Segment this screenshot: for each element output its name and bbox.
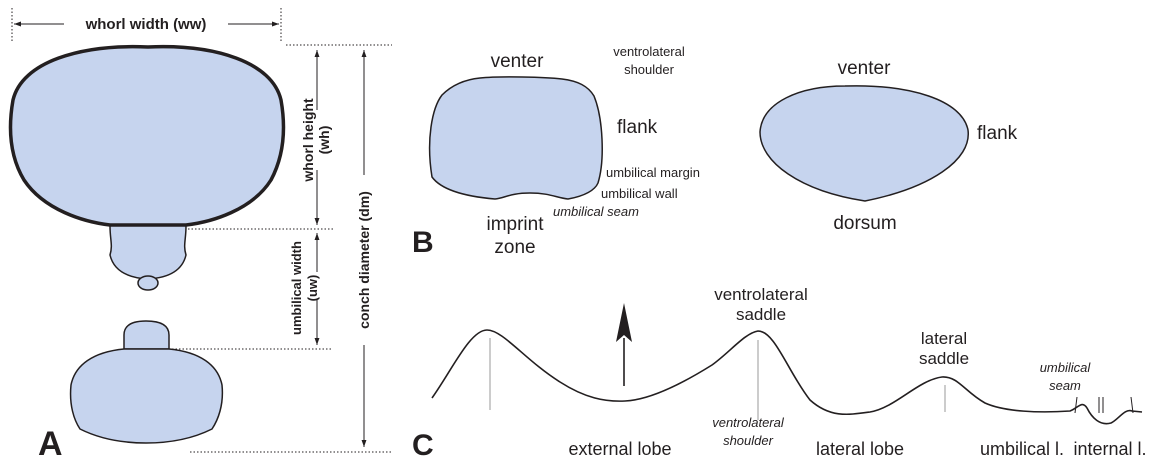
imprint-zone-label-1: imprint — [486, 214, 544, 235]
whorl-height-label: whorl height — [300, 98, 316, 183]
whorl-cross-section-lower — [69, 348, 224, 444]
internal-lobe-mark — [1130, 396, 1134, 414]
panel-b-letter: B — [412, 226, 434, 259]
flank-label-left: flank — [617, 117, 658, 138]
venter-label-left: venter — [491, 51, 544, 72]
ventrolateral-saddle-label-1: ventrolateral — [714, 285, 808, 304]
umbilical-seam-mark — [1074, 396, 1078, 414]
whorl-height-abbr: (wh) — [316, 126, 332, 155]
apertural-direction-arrow-head — [616, 303, 632, 342]
whorl-width-label: whorl width (ww) — [85, 16, 207, 33]
lateral-saddle-label-1: lateral — [921, 329, 967, 348]
panel-a-letter: A — [38, 425, 63, 459]
lower-inner-whorl-section — [123, 320, 170, 350]
umbilical-seam-label-b: umbilical seam — [553, 204, 639, 219]
inner-whorl-section — [109, 225, 187, 280]
internal-lobe-label: internal l. — [1073, 439, 1146, 459]
lateral-lobe-label: lateral lobe — [816, 439, 904, 459]
panel-a: whorl width (ww) whorl height (wh) umbil… — [8, 8, 392, 459]
ventrolateral-shoulder-label-2: shoulder — [624, 62, 675, 77]
venter-label-right: venter — [838, 58, 891, 79]
whorl-section-oval — [759, 85, 969, 202]
umbilical-lobe-label: umbilical l. — [980, 439, 1064, 459]
whorl-cross-section-upper — [8, 44, 286, 227]
panel-c: ventrolateral saddle lateral saddle umbi… — [412, 285, 1147, 459]
whorl-section-with-imprint-zone — [428, 76, 603, 200]
umbilical-width-abbr: (uw) — [305, 275, 320, 302]
umbilical-margin-label: umbilical margin — [606, 165, 700, 180]
ventrolateral-shoulder-label-1: ventrolateral — [613, 44, 685, 59]
umbilical-seam-label-c-2: seam — [1049, 378, 1081, 393]
lateral-saddle-label-2: saddle — [919, 349, 969, 368]
umbilical-seam-label-c-1: umbilical — [1040, 360, 1092, 375]
umbilical-width-label: umbilical width — [289, 241, 304, 335]
dorsum-label: dorsum — [833, 213, 896, 234]
external-lobe-label: external lobe — [568, 439, 671, 459]
panel-c-letter: C — [412, 429, 434, 459]
imprint-zone-label-2: zone — [494, 237, 535, 258]
flank-label-right: flank — [977, 123, 1018, 144]
suture-line — [431, 329, 1143, 425]
conch-diameter-label: conch diameter (dm) — [356, 191, 372, 329]
umbilical-wall-label: umbilical wall — [601, 186, 678, 201]
ventrolateral-shoulder-label-c-1: ventrolateral — [712, 415, 785, 430]
panel-b: venter ventrolateral shoulder flank umbi… — [412, 44, 1018, 259]
ventrolateral-saddle-label-2: saddle — [736, 305, 786, 324]
innermost-whorl-section — [137, 275, 159, 291]
ventrolateral-shoulder-label-c-2: shoulder — [723, 433, 774, 448]
